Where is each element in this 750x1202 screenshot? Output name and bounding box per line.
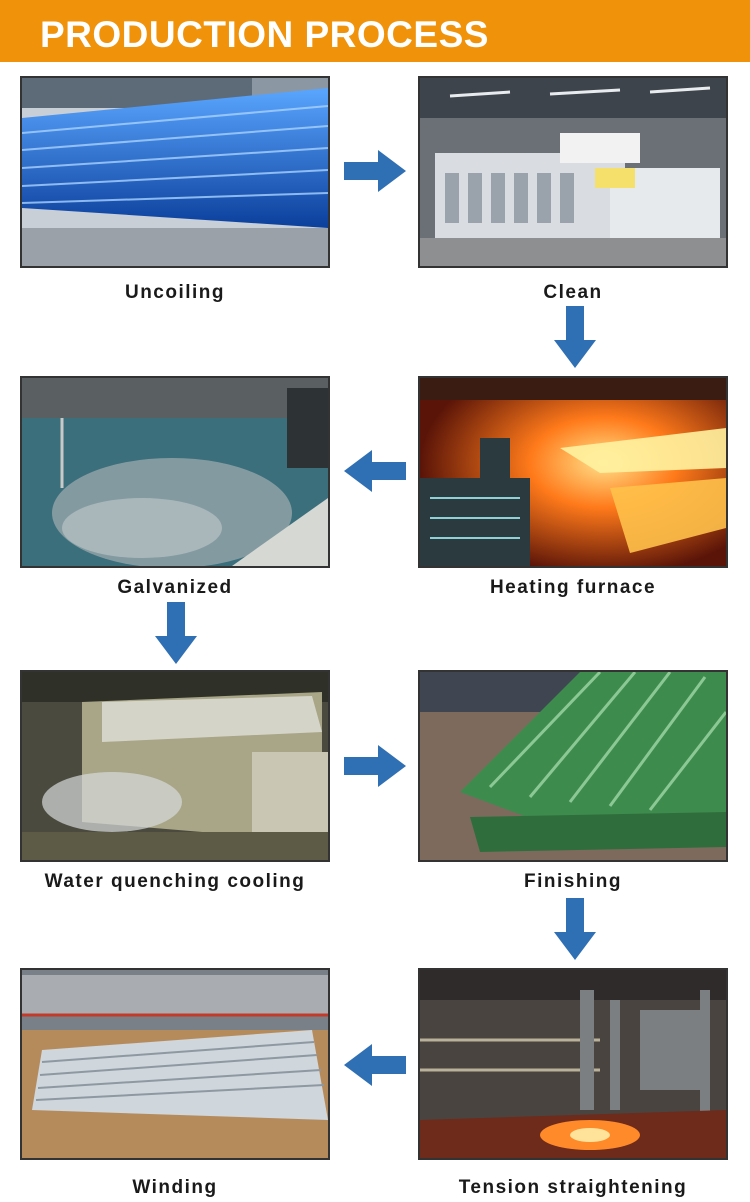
photo-clean (418, 76, 728, 268)
step-label-uncoiling: Uncoiling (0, 281, 355, 305)
photo-tension-straightening (418, 968, 728, 1160)
arrow-left-icon (344, 450, 406, 492)
photo-heating-furnace (418, 376, 728, 568)
header-banner: PRODUCTION PROCESS (0, 0, 750, 62)
photo-galvanized (20, 376, 330, 568)
arrow-down-icon (554, 306, 596, 368)
arrow-down-icon (554, 898, 596, 960)
photo-winding (20, 968, 330, 1160)
step-label-tension-straightening: Tension straightening (393, 1176, 750, 1200)
page-title: PRODUCTION PROCESS (40, 13, 489, 57)
arrow-down-icon (155, 602, 197, 664)
step-label-water-quenching-cooling: Water quenching cooling (0, 870, 355, 894)
arrow-right-icon (344, 150, 406, 192)
photo-water-quenching-cooling (20, 670, 330, 862)
photo-uncoiling (20, 76, 330, 268)
photo-finishing (418, 670, 728, 862)
step-label-galvanized: Galvanized (0, 576, 355, 600)
step-label-heating-furnace: Heating furnace (393, 576, 750, 600)
step-label-clean: Clean (393, 281, 750, 305)
step-label-finishing: Finishing (393, 870, 750, 894)
arrow-right-icon (344, 745, 406, 787)
step-label-winding: Winding (0, 1176, 355, 1200)
arrow-left-icon (344, 1044, 406, 1086)
